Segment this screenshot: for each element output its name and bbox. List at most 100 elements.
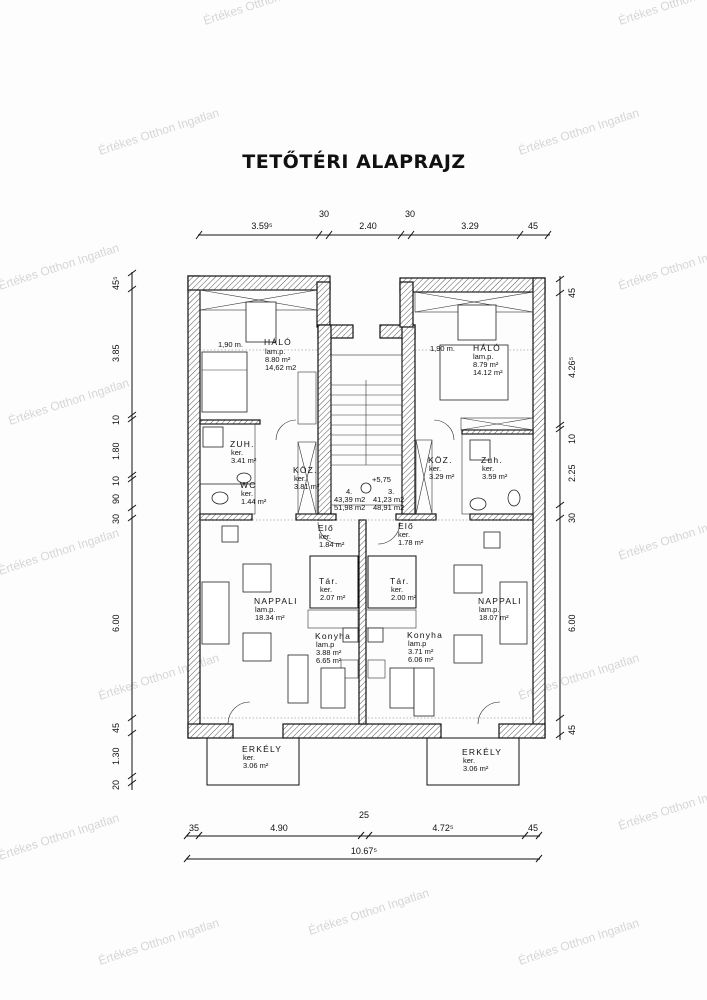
room-name: NAPPALI xyxy=(478,596,522,606)
watermark: Értékes Otthon Ingatlan xyxy=(0,810,121,863)
room-name: WC xyxy=(240,480,257,490)
room-floor: ker. xyxy=(320,585,332,594)
room-tar-right: Tár. ker. 2.00 m² xyxy=(390,576,417,602)
room-floor: lam.p. xyxy=(265,347,285,356)
dim-label: 3.85 xyxy=(111,344,121,362)
room-wc-left: WC ker. 1.44 m² xyxy=(240,480,267,506)
page-title: TETŐTÉRI ALAPRAJZ xyxy=(242,149,465,173)
room-area: 3.71 m² xyxy=(408,647,434,656)
room-name: KÖZ. xyxy=(428,455,453,465)
room-nappali-right: NAPPALI lam.p. 18.07 m² xyxy=(478,596,522,622)
left-dimension: 45⁵ 3.85 10 1.80 10 90 30 6.00 45 1.30 2… xyxy=(111,269,137,790)
room-konyha-left: Konyha lam.p 3.88 m² 6.65 m² xyxy=(315,631,350,665)
room-floor: lam.p. xyxy=(473,352,493,361)
dim-label: 4.26⁵ xyxy=(567,356,577,378)
room-eloter-left: Elő ker. 1.84 m² xyxy=(318,523,345,549)
room-floor: ker. xyxy=(319,532,331,541)
room-name: Tár. xyxy=(390,576,409,586)
room-area: 8.79 m² xyxy=(473,360,499,369)
room-area: 1.78 m² xyxy=(398,538,424,547)
width-note: 1,90 m. xyxy=(218,340,243,349)
watermark: Értékes Otthon Ingatlan xyxy=(96,105,221,158)
watermark: Értékes Otthon Ingatlan xyxy=(96,650,221,703)
dim-label: 6.00 xyxy=(111,614,121,632)
room-floor: ker. xyxy=(391,585,403,594)
room-floor: lam.p xyxy=(408,639,426,648)
dim-label: 2.40 xyxy=(359,221,377,231)
room-tar-left: Tár. ker. 2.07 m² xyxy=(319,576,346,602)
room-area: 3.88 m² xyxy=(316,648,342,657)
room-area: 3.59 m² xyxy=(482,472,508,481)
room-name: NAPPALI xyxy=(254,596,298,606)
room-area: 2.07 m² xyxy=(320,593,346,602)
room-area: 8.80 m² xyxy=(265,355,291,364)
dim-label: 30 xyxy=(567,513,577,523)
room-area: 3.29 m² xyxy=(429,472,455,481)
unit-area: 48,91 m2 xyxy=(373,503,404,512)
room-area: 2.00 m² xyxy=(391,593,417,602)
right-dimension: 45 4.26⁵ 10 2.25 30 6.00 45 xyxy=(555,275,577,740)
watermark: Értékes Otthon Ingatlan xyxy=(516,915,641,968)
room-name: ERKÉLY xyxy=(462,747,502,757)
room-name: KÖZ. xyxy=(293,465,318,475)
room-floor: ker. xyxy=(398,530,410,539)
total-width-label: 10.67⁵ xyxy=(351,846,378,856)
room-floor: ker. xyxy=(241,489,253,498)
dim-label: 3.59⁵ xyxy=(251,221,273,231)
width-note: 1,90 m. xyxy=(430,344,455,353)
unit-area: 43,39 m2 xyxy=(334,495,365,504)
watermark: Értékes Otthon Ingatlan xyxy=(616,780,707,833)
watermark: Értékes Otthon Ingatlan xyxy=(306,885,431,938)
dim-label: 10 xyxy=(567,434,577,444)
room-floor: ker. xyxy=(294,474,306,483)
room-area: 6.65 m² xyxy=(316,656,342,665)
room-halo-left: 1,90 m. HÁLÓ lam.p. 8.80 m² 14,62 m2 xyxy=(218,337,296,372)
dim-label: 30 xyxy=(319,209,329,219)
room-area: 18.07 m² xyxy=(479,613,509,622)
interior-lines xyxy=(199,289,534,786)
dim-label: 20 xyxy=(111,780,121,790)
unit-number: 4. xyxy=(346,487,352,496)
watermark: Értékes Otthon Ingatlan xyxy=(96,915,221,968)
dim-label: 6.00 xyxy=(567,614,577,632)
room-koz-left: KÖZ. ker. 3.81 m² xyxy=(293,465,320,491)
room-area: 3.41 m² xyxy=(231,456,257,465)
dim-label: 30 xyxy=(111,514,121,524)
dim-label: 45 xyxy=(111,723,121,733)
dim-label: 90 xyxy=(111,494,121,504)
room-area: 14,62 m2 xyxy=(265,363,296,372)
room-zuh-right: Zuh. ker. 3.59 m² xyxy=(481,455,508,481)
room-name: Tár. xyxy=(319,576,338,586)
room-area: 6.06 m² xyxy=(408,655,434,664)
top-dimension: 3.59⁵ 30 2.40 30 3.29 45 xyxy=(195,209,552,240)
watermark: Értékes Otthon Ingatlan xyxy=(0,525,121,578)
watermark: Értékes Otthon Ingatlan xyxy=(616,510,707,563)
room-koz-right: KÖZ. ker. 3.29 m² xyxy=(428,455,455,481)
room-area: 3.06 m² xyxy=(243,761,269,770)
dim-label: 3.29 xyxy=(461,221,479,231)
room-area: 1.84 m² xyxy=(319,540,345,549)
dim-label: 4.72⁵ xyxy=(432,823,454,833)
watermark: Értékes Otthon Ingatlan xyxy=(516,105,641,158)
room-floor: ker. xyxy=(243,753,255,762)
dim-label: 10 xyxy=(111,476,121,486)
dim-label: 45 xyxy=(567,288,577,298)
room-name: HÁLÓ xyxy=(473,343,501,353)
dim-label: 2.25 xyxy=(567,464,577,482)
room-name: Elő xyxy=(398,521,414,531)
room-area: 3.81 m² xyxy=(294,482,320,491)
room-area: 1.44 m² xyxy=(241,497,267,506)
dim-label: 25 xyxy=(359,810,369,820)
dim-label: 1.80 xyxy=(111,442,121,460)
dim-label: 30 xyxy=(405,209,415,219)
room-floor: ker. xyxy=(463,756,475,765)
room-floor: lam.p. xyxy=(479,605,499,614)
room-name: Konyha xyxy=(407,630,443,640)
room-erkely-right: ERKÉLY ker. 3.06 m² xyxy=(462,747,502,773)
dim-label: 45⁵ xyxy=(111,276,121,290)
dim-label: 35 xyxy=(189,823,199,833)
room-eloter-right: Elő ker. 1.78 m² xyxy=(398,521,424,547)
room-konyha-right: Konyha lam.p 3.71 m² 6.06 m² xyxy=(407,630,443,664)
room-name: HÁLÓ xyxy=(264,337,292,347)
